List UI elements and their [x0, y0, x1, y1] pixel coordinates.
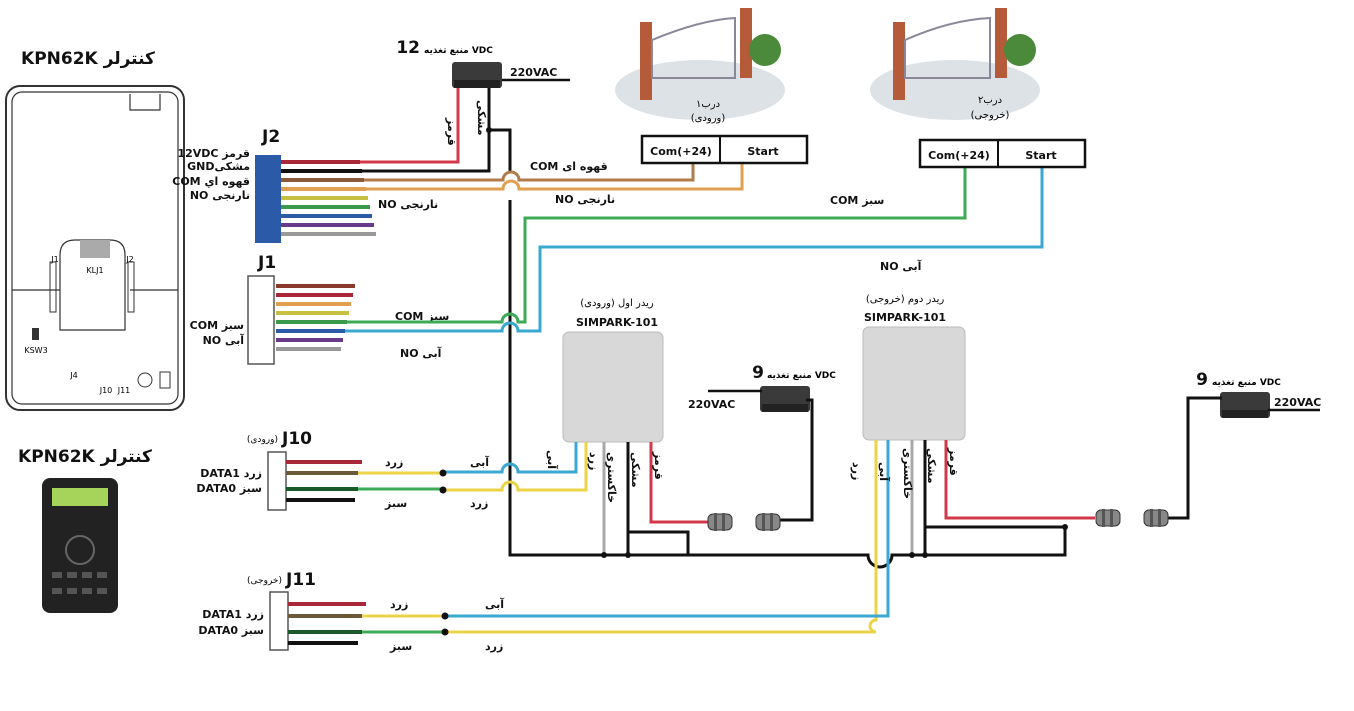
svg-text:(ورودی): (ورودی): [247, 435, 278, 445]
svg-text:مشکی: مشکی: [475, 100, 488, 136]
board-label: J2: [125, 255, 133, 264]
svg-text:ریدر دوم (خروجی): ریدر دوم (خروجی): [866, 294, 945, 305]
reader-2: ریدر دوم (خروجی) SIMPARK-101 زرد آبی خاک…: [445, 294, 1095, 634]
svg-text:SIMPARK-101: SIMPARK-101: [576, 316, 658, 329]
svg-text:ریدر اول (ورودی): ریدر اول (ورودی): [580, 298, 654, 309]
svg-text:SIMPARK-101: SIMPARK-101: [864, 311, 946, 324]
svg-text:12VDC قرمز: 12VDC قرمز: [177, 147, 250, 160]
svg-text:J2: J2: [261, 127, 280, 147]
board-label: J10: [99, 386, 113, 395]
svg-text:NO نارنجی: NO نارنجی: [378, 198, 438, 211]
svg-text:آبی: آبی: [545, 450, 559, 469]
power-supply-9v-1: 9 منبع تغذیه VDC 220VAC: [688, 363, 836, 532]
svg-text:زرد: زرد: [385, 456, 403, 469]
svg-text:آبی: آبی: [877, 462, 891, 481]
svg-text:منبع تغذیه VDC: منبع تغذیه VDC: [424, 46, 493, 56]
svg-text:DATA0 سبز: DATA0 سبز: [198, 624, 264, 637]
gate1-com-terminal: Com(+24): [650, 145, 712, 158]
svg-text:GNDمشکی: GNDمشکی: [187, 160, 250, 173]
svg-text:مشکی: مشکی: [629, 452, 642, 488]
svg-text:زرد: زرد: [850, 462, 863, 480]
reader-1: ریدر اول (ورودی) SIMPARK-101 آبی زرد خاک…: [445, 298, 708, 558]
svg-text:12: 12: [396, 38, 420, 58]
svg-text:زرد: زرد: [485, 640, 503, 653]
power-supply-9v-2: 9 منبع تغذیه VDC 220VAC: [1095, 370, 1321, 528]
svg-text:(خروجی): (خروجی): [247, 576, 282, 586]
svg-text:قرمز: قرمز: [652, 451, 665, 480]
controller-title: KPN62K کنترلر: [18, 447, 152, 467]
board-label: KLJ1: [86, 266, 103, 275]
svg-text:درب۲: درب۲: [978, 95, 1002, 106]
gate-2: درب۲ (خروجی) Com(+24) Start: [870, 8, 1087, 169]
power-supply-12v: 12 منبع تغذیه VDC 220VAC قرمز مشکی: [396, 38, 570, 146]
svg-text:J1: J1: [257, 253, 276, 273]
svg-text:DATA1 زرد: DATA1 زرد: [200, 467, 262, 480]
svg-text:(ورودی): (ورودی): [691, 113, 726, 124]
svg-text:COM قهوه ای: COM قهوه ای: [530, 160, 608, 173]
board-label: J1: [50, 255, 58, 264]
svg-text:سبز: سبز: [384, 497, 407, 510]
svg-text:NO نارنجی: NO نارنجی: [555, 193, 615, 206]
svg-text:J10: J10: [281, 429, 312, 449]
svg-text:زرد: زرد: [470, 497, 488, 510]
svg-text:J11: J11: [285, 570, 316, 590]
svg-text:220VAC: 220VAC: [510, 66, 557, 79]
svg-text:خاکستری: خاکستری: [605, 452, 618, 503]
svg-text:220VAC: 220VAC: [1274, 396, 1321, 409]
svg-text:NO آبی: NO آبی: [203, 333, 245, 347]
svg-text:9: 9: [1196, 370, 1208, 390]
controller-title: KPN62K کنترلر: [21, 49, 155, 69]
svg-text:220VAC: 220VAC: [688, 398, 735, 411]
connector-j11: J11 (خروجی) DATA1 زرد DATA0 سبز زرد آبی س…: [198, 570, 504, 653]
connector-j2: J2 12VDC قرمز GNDمشکی COM قهوه اي NO نار…: [172, 127, 438, 243]
svg-text:NO نارنجی: NO نارنجی: [190, 189, 250, 202]
svg-text:COM سبز: COM سبز: [190, 319, 244, 332]
svg-text:مشکی: مشکی: [925, 448, 938, 484]
gate-1: درب۱ (ورودی) Com(+24) Start: [615, 8, 809, 165]
svg-text:درب۱: درب۱: [696, 99, 720, 110]
svg-text:9: 9: [752, 363, 764, 383]
svg-text:NO آبی: NO آبی: [880, 259, 922, 273]
board-label: KSW3: [24, 346, 47, 355]
svg-text:منبع تغذیه VDC: منبع تغذیه VDC: [767, 371, 836, 381]
svg-text:قرمز: قرمز: [445, 117, 458, 146]
svg-text:COM قهوه اي: COM قهوه اي: [172, 175, 250, 188]
svg-text:DATA1 زرد: DATA1 زرد: [202, 608, 264, 621]
board-label: J11: [117, 386, 131, 395]
svg-text:NO آبی: NO آبی: [400, 346, 442, 360]
svg-text:سبز: سبز: [389, 640, 412, 653]
svg-text:منبع تغذیه VDC: منبع تغذیه VDC: [1212, 378, 1281, 388]
svg-text:(خروجی): (خروجی): [971, 110, 1010, 121]
connector-j1: J1 COM سبز NO آبی COM سبز NO آبی: [190, 253, 449, 365]
controller-board: KPN62K کنترلر J1 KLJ1 J2 KSW3 J4 J10 J11: [5, 49, 185, 411]
gate2-com-terminal: Com(+24): [928, 149, 990, 162]
svg-text:زرد: زرد: [587, 452, 600, 470]
connector-j10: J10 (ورودی) DATA1 زرد DATA0 سبز زرد آبی س…: [196, 429, 489, 511]
svg-text:DATA0 سبز: DATA0 سبز: [196, 482, 262, 495]
svg-text:قرمز: قرمز: [947, 447, 960, 476]
svg-text:COM سبز: COM سبز: [395, 310, 449, 323]
controller-keypad: KPN62K کنترلر: [18, 447, 152, 613]
board-label: J4: [69, 371, 77, 380]
svg-text:خاکستری: خاکستری: [901, 448, 914, 499]
svg-text:COM سبز: COM سبز: [830, 194, 884, 207]
gate1-start-terminal: Start: [747, 145, 778, 158]
gate2-start-terminal: Start: [1025, 149, 1056, 162]
svg-text:آبی: آبی: [470, 455, 489, 469]
wires: COM قهوه ای NO نارنجی COM سبز NO آبی: [345, 88, 1067, 569]
svg-text:زرد: زرد: [390, 598, 408, 611]
svg-text:آبی: آبی: [485, 597, 504, 611]
